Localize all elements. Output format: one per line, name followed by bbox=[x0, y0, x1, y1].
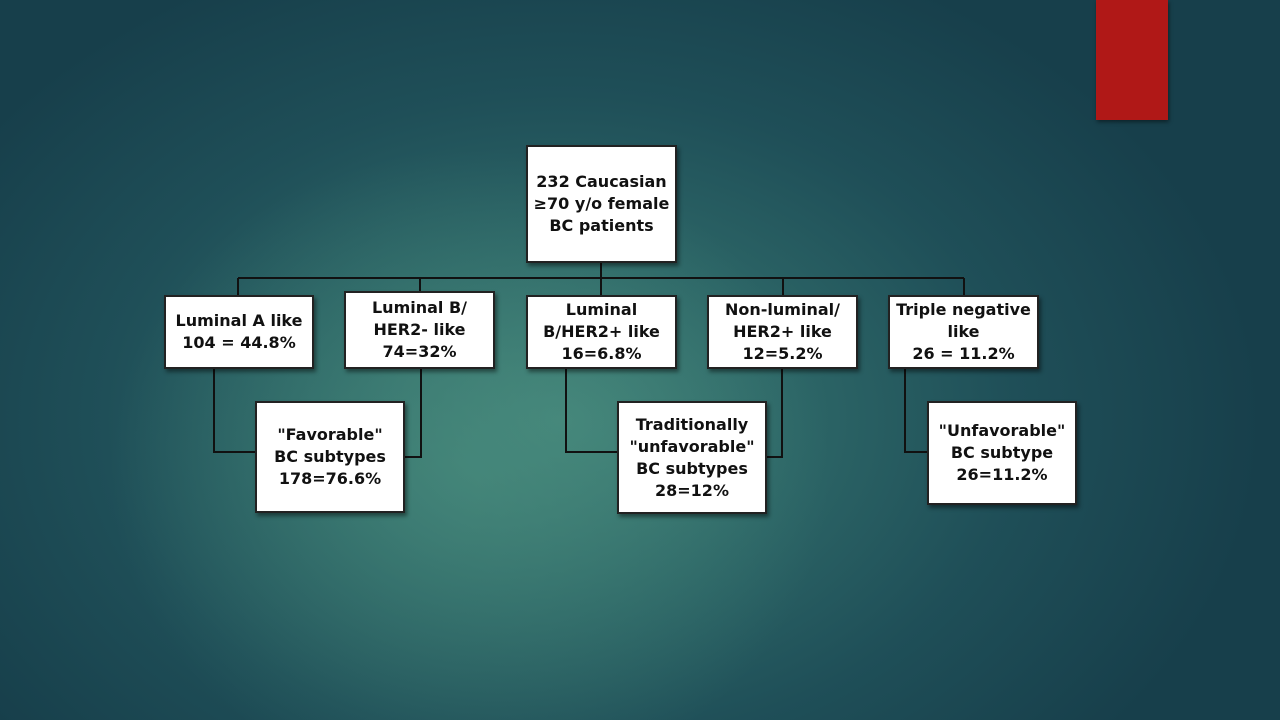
subtype-box-luminal-b-her2-pos: Luminal B/HER2+ like 16=6.8% bbox=[526, 295, 677, 369]
subtype-box-non-luminal: Non-luminal/ HER2+ like 12=5.2% bbox=[707, 295, 858, 369]
connector-luminal-a-to-favorable bbox=[213, 368, 255, 453]
subtype-box-text: Luminal B/HER2+ like 16=6.8% bbox=[543, 300, 660, 363]
connector-luminal-b-her2-neg-to-favorable bbox=[404, 368, 422, 458]
group-box-text: "Favorable" BC subtypes 178=76.6% bbox=[274, 425, 386, 488]
group-box-traditionally-unfavorable: Traditionally "unfavorable" BC subtypes … bbox=[617, 401, 767, 514]
subtype-box-luminal-a: Luminal A like 104 = 44.8% bbox=[164, 295, 314, 369]
subtype-box-luminal-b-her2-neg: Luminal B/ HER2- like 74=32% bbox=[344, 291, 495, 369]
root-box: 232 Caucasian ≥70 y/o female BC patients bbox=[526, 145, 677, 263]
subtype-box-text: Non-luminal/ HER2+ like 12=5.2% bbox=[725, 300, 840, 363]
group-box-text: Traditionally "unfavorable" BC subtypes … bbox=[629, 414, 755, 500]
root-box-text: 232 Caucasian ≥70 y/o female BC patients bbox=[533, 172, 670, 235]
subtype-box-text: Luminal B/ HER2- like 74=32% bbox=[371, 298, 468, 361]
subtype-box-triple-negative: Triple negative like 26 = 11.2% bbox=[888, 295, 1039, 369]
connector-non-luminal-to-unfavorable bbox=[766, 368, 783, 458]
accent-bar bbox=[1096, 0, 1168, 120]
connector-triple-negative-to-unfavorable bbox=[904, 368, 928, 453]
connector-luminal-b-her2-pos-to-unfavorable bbox=[565, 368, 618, 453]
subtype-box-text: Triple negative like 26 = 11.2% bbox=[896, 300, 1031, 363]
subtype-box-text: Luminal A like 104 = 44.8% bbox=[175, 311, 303, 352]
group-box-unfavorable: "Unfavorable" BC subtype 26=11.2% bbox=[927, 401, 1077, 505]
group-box-text: "Unfavorable" BC subtype 26=11.2% bbox=[938, 421, 1066, 484]
group-box-favorable: "Favorable" BC subtypes 178=76.6% bbox=[255, 401, 405, 513]
